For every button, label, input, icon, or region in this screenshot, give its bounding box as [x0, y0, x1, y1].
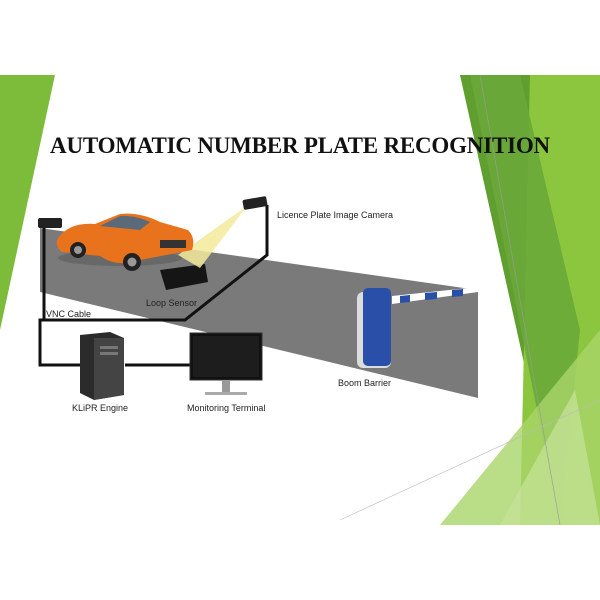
barrier-label: Boom Barrier [338, 378, 392, 388]
licence-plate-camera-icon [178, 196, 268, 268]
camera-label: Licence Plate Image Camera [277, 210, 394, 220]
boom-barrier-icon [357, 287, 478, 368]
monitoring-terminal-icon [189, 332, 263, 395]
loop-sensor-pad [160, 264, 208, 290]
engine-label: KLiPR Engine [72, 403, 129, 413]
loop-sensor-label: Loop Sensor [146, 298, 198, 308]
right-green-decoration [339, 74, 600, 526]
camera-left-icon [38, 218, 62, 228]
vnc-cable-label: VNC Cable [46, 309, 92, 319]
car-icon [56, 213, 194, 271]
left-green-accent [0, 75, 55, 330]
klipr-engine-computer-icon [80, 332, 124, 400]
monitor-label: Monitoring Terminal [187, 403, 266, 413]
slide-title: AUTOMATIC NUMBER PLATE RECOGNITION [50, 133, 550, 158]
cables [38, 205, 269, 367]
